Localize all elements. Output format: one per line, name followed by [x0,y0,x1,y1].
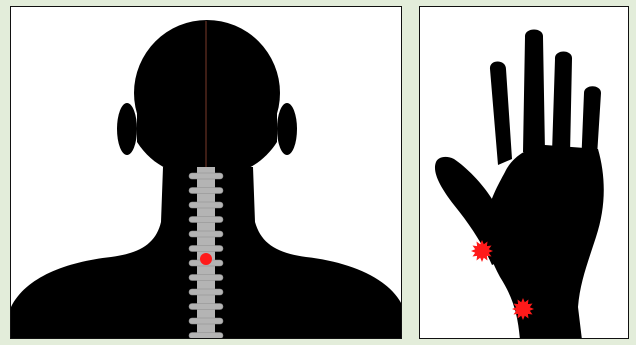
vertebra [189,289,223,295]
hand-silhouette-icon [420,7,629,339]
head-neck-panel [10,6,402,339]
hand-silhouette [435,30,604,340]
vertebra [189,202,223,208]
neck-pain-marker [200,253,212,265]
vertebra [189,304,223,310]
head-silhouette [117,20,297,177]
head-silhouette-icon [11,7,402,339]
hand-panel [419,6,629,339]
vertebra [189,231,223,237]
vertebra [189,217,223,223]
vertebra [189,333,223,339]
vertebra [189,275,223,281]
vertebra [189,318,223,324]
vertebra [189,173,223,179]
vertebra [189,188,223,194]
vertebra [189,246,223,252]
